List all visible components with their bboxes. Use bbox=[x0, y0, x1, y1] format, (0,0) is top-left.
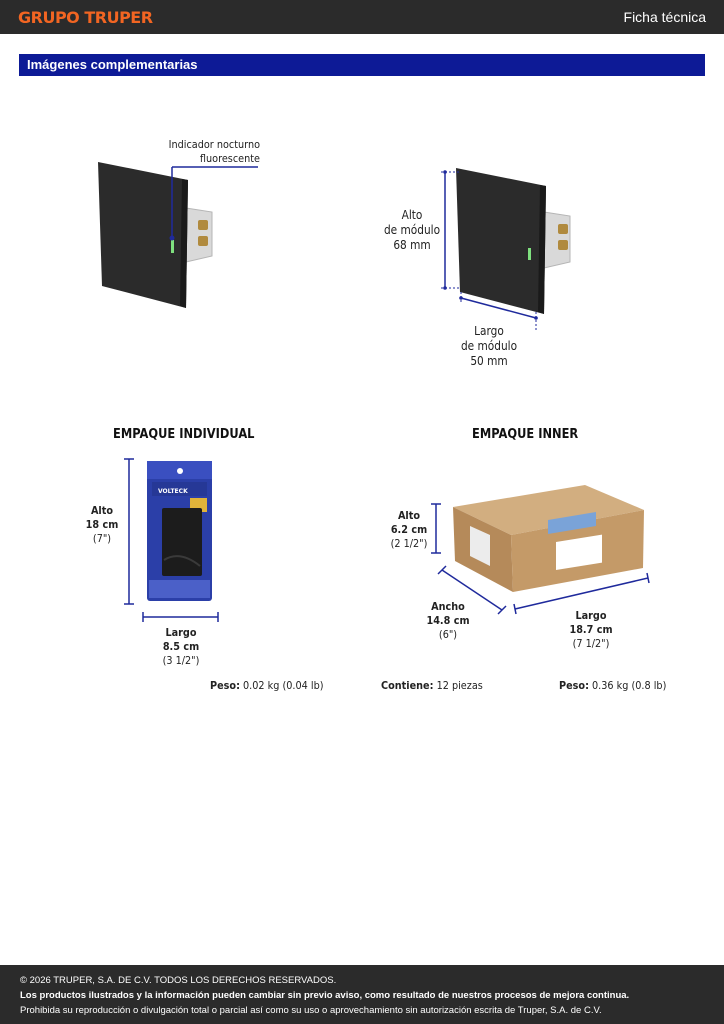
section-header: Imágenes complementarias bbox=[19, 54, 705, 76]
footer: © 2026 TRUPER, S.A. DE C.V. TODOS LOS DE… bbox=[0, 965, 724, 1024]
individual-height-label: Alto 18 cm (7") bbox=[85, 504, 119, 545]
individual-package-title: EMPAQUE INDIVIDUAL bbox=[113, 427, 255, 442]
inner-length-label: Largo 18.7 cm (7 1/2") bbox=[569, 609, 613, 650]
inner-depth-dimension-line bbox=[437, 565, 507, 615]
document-type: Ficha técnica bbox=[623, 9, 706, 25]
module-width-dimension-line bbox=[459, 292, 538, 330]
inner-length-dimension-line bbox=[513, 572, 650, 615]
section-title: Imágenes complementarias bbox=[27, 57, 198, 72]
indicator-label: Indicador nocturno fluorescente bbox=[168, 138, 260, 165]
brand-logo: GRUPO TRUPER bbox=[18, 8, 153, 27]
module-width-label: Largo de módulo 50 mm bbox=[460, 324, 518, 368]
individual-weight: Peso: 0.02 kg (0.04 lb) bbox=[210, 679, 324, 692]
module-height-label: Alto de módulo 68 mm bbox=[383, 208, 441, 252]
module-height-dimension-line bbox=[441, 170, 460, 290]
individual-height-dimension-line bbox=[124, 458, 134, 605]
inner-contents: Contiene: 12 piezas bbox=[381, 679, 483, 692]
inner-height-dimension-line bbox=[431, 503, 441, 554]
switch-module-dimensions-image bbox=[456, 168, 571, 314]
package-brand-text: VOLTECK bbox=[158, 488, 188, 495]
footer-notice: Los productos ilustrados y la informació… bbox=[20, 990, 630, 1001]
inner-depth-label: Ancho 14.8 cm (6") bbox=[426, 600, 470, 641]
switch-module-image bbox=[98, 162, 213, 308]
footer-copyright: © 2026 TRUPER, S.A. DE C.V. TODOS LOS DE… bbox=[20, 975, 337, 986]
inner-package-title: EMPAQUE INNER bbox=[472, 427, 579, 442]
top-bar: GRUPO TRUPER Ficha técnica bbox=[0, 0, 724, 34]
individual-package-image: VOLTECK bbox=[147, 461, 212, 601]
individual-width-label: Largo 8.5 cm (3 1/2") bbox=[162, 626, 200, 667]
indicator-leader-line bbox=[169, 166, 258, 241]
inner-height-label: Alto 6.2 cm (2 1/2") bbox=[390, 509, 428, 550]
inner-weight: Peso: 0.36 kg (0.8 lb) bbox=[559, 679, 667, 692]
night-indicator bbox=[171, 240, 174, 253]
inner-box-image bbox=[453, 485, 644, 592]
footer-prohibition: Prohibida su reproducción o divulgación … bbox=[20, 1005, 602, 1016]
individual-width-dimension-line bbox=[142, 612, 219, 622]
